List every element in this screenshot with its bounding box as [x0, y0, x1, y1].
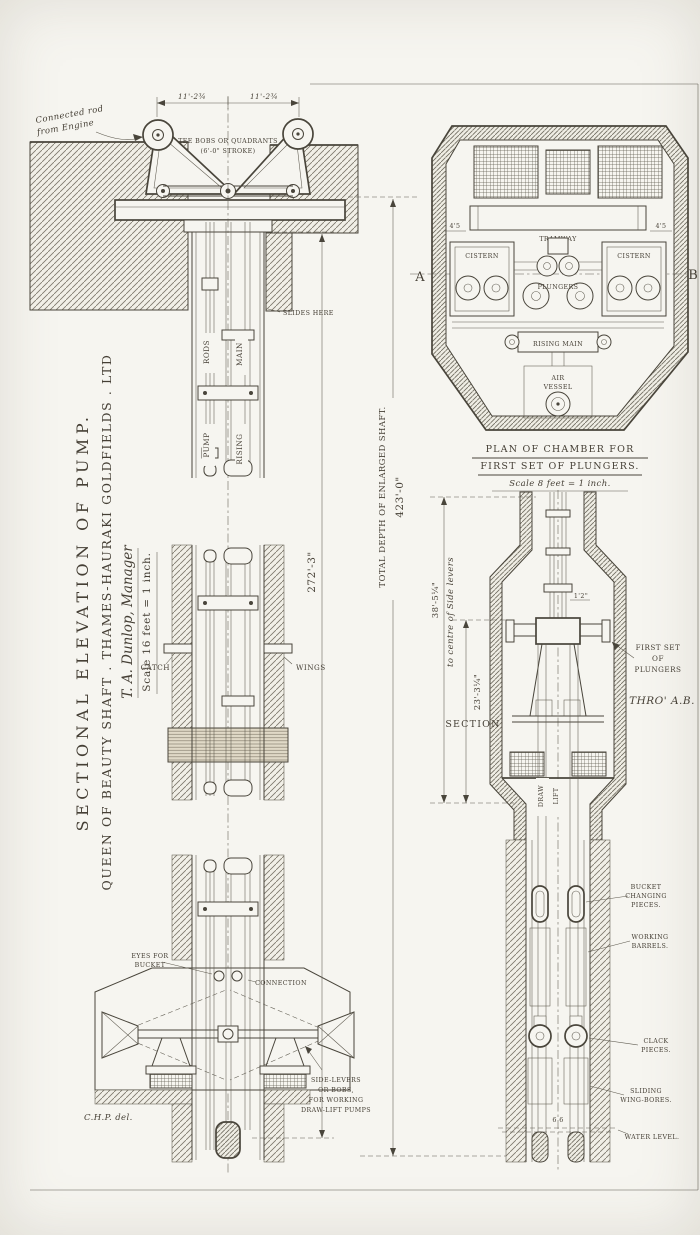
label-vessel: VESSEL — [543, 384, 573, 391]
plan-caption-2: FIRST SET OF PLUNGERS. — [480, 461, 639, 472]
title-line1: SECTIONAL ELEVATION OF PUMP. — [73, 413, 92, 832]
label-cistern-right: CISTERN — [617, 253, 651, 260]
dim-423: 423'-0" — [394, 476, 406, 518]
label-plungers: PLUNGERS — [538, 284, 579, 291]
label-side-levers-1: SIDE-LEVERS — [311, 1077, 361, 1084]
plan-caption-1: PLAN OF CHAMBER FOR — [486, 444, 635, 455]
dim-11-2-left: 11'-2¾ — [178, 92, 206, 101]
title-manager: T. A. Dunlop, Manager — [120, 544, 136, 699]
label-first-set-2: OF — [652, 654, 664, 663]
label-rising-main: RISING MAIN — [533, 341, 583, 348]
label-pump: PUMP — [202, 433, 211, 458]
label-delineator: C.H.P. del. — [84, 1113, 133, 1123]
label-rods: RODS — [202, 340, 211, 364]
label-sliding-2: WING-BORES. — [620, 1097, 671, 1104]
label-connection: CONNECTION — [255, 980, 307, 987]
label-side-levers-2: OR BOBS, — [318, 1087, 354, 1094]
label-draw: DRAW — [538, 785, 545, 807]
label-water-level: WATER LEVEL. — [625, 1134, 680, 1141]
shaft-segment-3: EYES FOR BUCKET CONNECTION SIDE-LEVERS O… — [84, 854, 371, 1163]
dim-11-2-right: 11'-2¾ — [250, 92, 278, 101]
dim-38-note: to centre of Side levers — [446, 557, 456, 667]
label-slides-here: SLIDES HERE — [283, 310, 334, 317]
label-clack-1: CLACK — [643, 1038, 668, 1045]
label-first-set-1: FIRST SET — [636, 643, 681, 652]
dim-38-5: 38'-5¼" — [430, 582, 441, 618]
label-total-depth: TOTAL DEPTH OF ENLARGED SHAFT. — [378, 406, 388, 587]
title-scale: Scale 16 feet = 1 inch. — [141, 552, 153, 691]
label-section-word: SECTION — [445, 719, 500, 730]
label-main: MAIN — [235, 342, 244, 366]
label-first-set-3: PLUNGERS — [635, 665, 682, 674]
title-line2: QUEEN OF BEAUTY SHAFT . THAMES-HAURAKI G… — [99, 353, 114, 890]
dim-6-6: 6 6 — [552, 1117, 563, 1124]
marker-a: A — [414, 270, 425, 285]
label-air: AIR — [551, 375, 565, 382]
label-side-levers-3: FOR WORKING — [309, 1097, 364, 1104]
label-sliding-1: SLIDING — [630, 1088, 662, 1095]
label-catch: CATCH — [141, 663, 170, 672]
label-cistern-left: CISTERN — [465, 253, 499, 260]
sheet-border — [30, 83, 699, 1191]
engine-rod-note: Connected rod from Engine — [35, 104, 143, 141]
label-clack-2: PIECES. — [641, 1047, 671, 1054]
label-eyes-line1: EYES FOR — [131, 953, 168, 960]
label-working-2: BARRELS. — [632, 943, 669, 950]
label-thro-ab: THRO' A.B. — [629, 695, 695, 707]
label-bucket-3: PIECES. — [631, 902, 661, 909]
label-bucket-2: CHANGING — [625, 893, 667, 900]
dim-1-2: 1'2" — [574, 593, 588, 600]
label-tee-bobs: TEE BOBS OR QUADRANTS — [178, 138, 278, 145]
label-working-1: WORKING — [632, 934, 669, 941]
label-eyes-line2: BUCKET — [135, 962, 166, 969]
label-wings: WINGS — [296, 663, 326, 672]
dim-272: 272'-3" — [306, 551, 318, 593]
label-side-levers-4: DRAW-LIFT PUMPS — [301, 1107, 371, 1114]
marker-b: B — [688, 268, 698, 283]
dim-4-5-right: 4'5 — [656, 223, 667, 230]
shaft-segment-2: CATCH WINGS — [141, 544, 326, 801]
dim-4-5-left: 4'5 — [450, 223, 461, 230]
label-rising: RISING — [235, 433, 244, 464]
plan-scale: Scale 8 feet = 1 inch. — [509, 479, 610, 489]
title-block: SECTIONAL ELEVATION OF PUMP. QUEEN OF BE… — [73, 353, 158, 891]
label-bucket-1: BUCKET — [631, 884, 662, 891]
label-lift: LIFT — [553, 787, 560, 804]
plan-of-chamber: A B 4'5 4'5 TRAMWAY CISTERN CISTERN PLUN… — [410, 125, 698, 492]
elevation-dimensions: 272'-3" TOTAL DEPTH OF ENLARGED SHAFT. 4… — [252, 196, 508, 1157]
section-thro-ab: 1'2" DRAW LIFT 6 6 — [430, 490, 695, 1172]
shaft-segment-1: RODS MAIN PUMP RISING SLIDES HERE — [191, 222, 334, 478]
dim-23-3: 23'-3¼" — [472, 674, 483, 710]
